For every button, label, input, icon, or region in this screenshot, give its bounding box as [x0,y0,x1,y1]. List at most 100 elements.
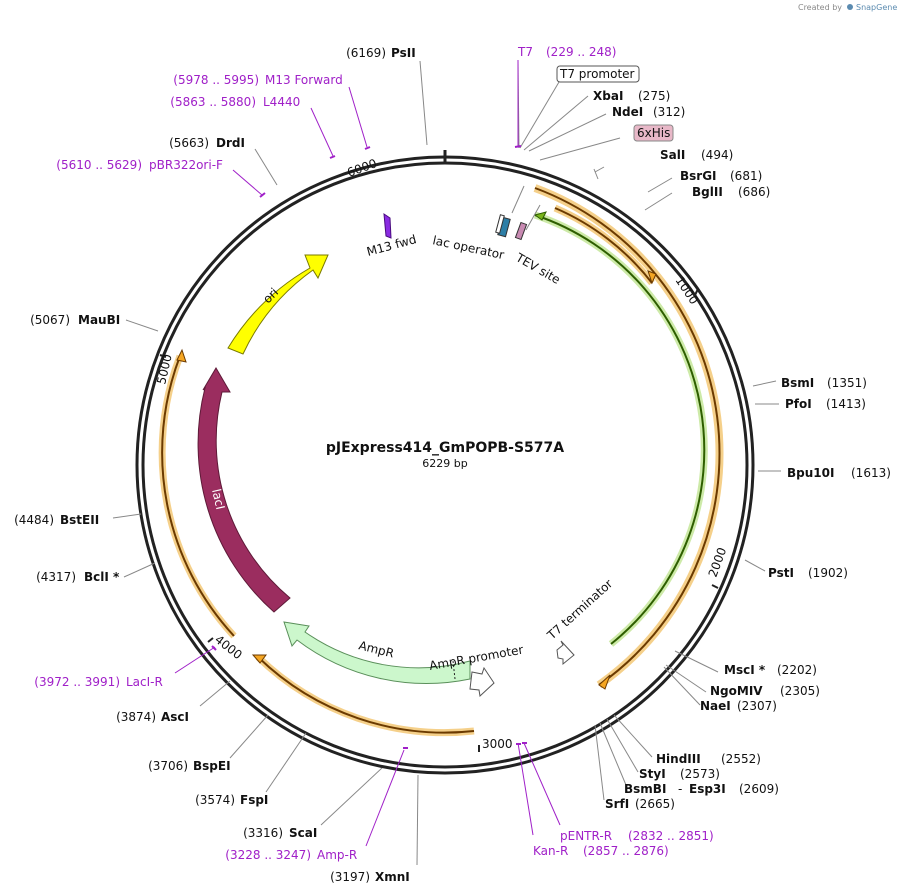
t7-terminator-feature [556,640,575,666]
enzyme-name: BsrGI [680,169,717,183]
primer-labels: T7 (229 .. 248) (5978 .. 5995) M13 Forwa… [34,45,713,862]
enzyme-name: XbaI [593,89,623,103]
primer-marks [211,145,527,749]
enzyme-name: NgoMIV [710,684,763,698]
enzyme-name: BsmBI [624,782,666,796]
enzyme-name: AscI [161,710,189,724]
tick-label-4000: 4000 [212,632,245,662]
his-tag-label: 6xHis [637,126,670,140]
enzyme-name: FspI [240,793,268,807]
primer-range: (2857 .. 2876) [583,844,669,858]
insert-arc [534,214,706,645]
orf-bottom-arc [257,656,475,734]
enzyme-pos: (2305) [780,684,820,698]
ampr-promoter-label: AmpR promoter [428,643,524,673]
enzyme-pos: (3316) [243,826,283,840]
orf-inner-arc [554,207,653,284]
enzyme-pos: (4484) [14,513,54,527]
orf-inner-glow [553,204,655,286]
tev-site-feature [514,221,528,241]
enzyme-name: MauBI [78,313,120,327]
enzyme-pos: (3197) [330,870,370,884]
enzyme-separator: - [678,782,682,796]
enzyme-name: PfoI [785,397,812,411]
enzyme-name: XmnI [375,870,410,884]
orf-inner-arrowhead [647,270,657,285]
enzyme-pos: (312) [653,105,685,119]
orf-outer-arc [534,187,721,686]
primer-range: (3228 .. 3247) [225,848,311,862]
enzyme-name: StyI [639,767,666,781]
laci-feature [197,367,291,613]
enzyme-pos: (494) [701,148,733,162]
enzyme-pos: (2202) [777,663,817,677]
enzyme-name: BsmI [781,376,814,390]
enzyme-name: BstEII [60,513,99,527]
primer-range: (2832 .. 2851) [628,829,714,843]
t7-promoter-label: T7 promoter [559,67,635,81]
enzyme-pos: (3706) [148,759,188,773]
enzyme-pos: (5663) [169,136,209,150]
primer-leaders [174,60,561,847]
enzyme-name: BspEI [193,759,231,773]
ampr-divider [452,660,456,680]
enzyme-name: PsII [391,46,416,60]
primer-name: LacI-R [126,675,163,689]
insert-arrowhead [533,211,547,221]
enzyme-pos: (275) [638,89,670,103]
primer-name: Amp-R [317,848,357,862]
primer-range: (3972 .. 3991) [34,675,120,689]
enzyme-pos: (6169) [346,46,386,60]
plasmid-size: 6229 bp [422,457,467,470]
enzyme-name: ScaI [289,826,317,840]
tick-label-3000: 3000 [482,737,513,751]
primer-range: (5978 .. 5995) [173,73,259,87]
enzyme-pos: (2573) [680,767,720,781]
enzyme-pos: (2307) [737,699,777,713]
enzyme-pos: (2609) [739,782,779,796]
snapgene-logo-icon [847,4,853,10]
primer-range: (5610 .. 5629) [56,158,142,172]
primer-name: T7 [517,45,533,59]
t7-terminator-label: T7 terminator [544,577,616,643]
enzyme-name: SrfI [605,797,629,811]
orf-bottom-arrowhead [251,654,267,664]
enzyme-labels: (6169) PsII XbaI (275) NdeI (312) SalI (… [14,46,891,884]
tev-site-label: TEV site [513,250,563,287]
m13-fwd-feature [383,213,392,239]
feature-leader [511,185,525,214]
enzyme-name: HindIII [656,752,701,766]
tick-label-6000: 6000 [345,156,378,180]
enzyme-name: NaeI [700,699,731,713]
enzyme-pos: (1902) [808,566,848,580]
enzyme-pos: (681) [730,169,762,183]
primer-name: pBR322ori-F [149,158,223,172]
orf-outer-glow [533,184,724,689]
enzyme-name: DrdI [216,136,245,150]
enzyme-name: NdeI [612,105,643,119]
enzyme-pos: (4317) [36,570,76,584]
ampr-label: AmpR [357,638,395,660]
m13-fwd-label: M13 fwd [365,232,418,259]
credit-brand: SnapGene [856,3,897,12]
orf-left-arrowhead [176,348,187,363]
primer-name: M13 Forward [265,73,343,87]
enzyme-name: MscI * [724,663,766,677]
leader-lines [112,59,781,866]
enzyme-name: PstI [768,566,794,580]
enzyme-name: BglII [692,185,723,199]
enzyme-name: Bpu10I [787,466,834,480]
enzyme-pos: (686) [738,185,770,199]
lac-operator-outline [495,214,505,234]
credit-prefix: Created by [798,3,842,12]
enzyme-pos: (5067) [30,313,70,327]
orf-outer-arrowhead [598,674,611,690]
enzyme-pos: (1613) [851,466,891,480]
orf-left-arc [161,355,235,637]
enzyme-pos: (3874) [116,710,156,724]
primer-range: (5863 .. 5880) [170,95,256,109]
lac-operator-label: lac operator [431,233,505,262]
laci-label: lacI [209,488,227,511]
primer-name: L4440 [263,95,300,109]
